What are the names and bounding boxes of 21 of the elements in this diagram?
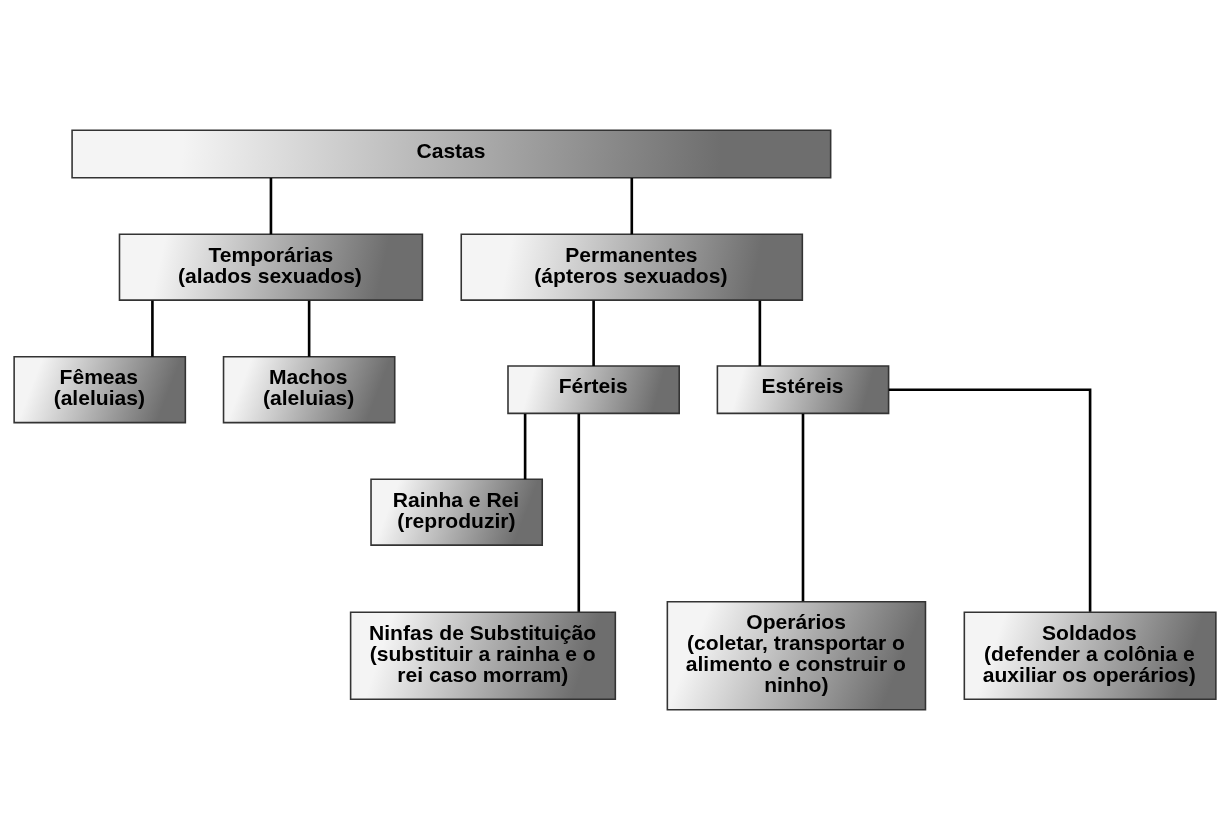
connector — [592, 300, 595, 366]
node-box: Temporárias (alados sexuados) — [118, 233, 424, 301]
node-box: Estéreis — [716, 364, 890, 414]
connector — [630, 177, 634, 234]
connector — [307, 300, 311, 357]
connector — [269, 177, 273, 234]
connector — [577, 413, 581, 612]
node-box: Operários (coletar, transportar o alimento e construir o ninho) — [666, 600, 927, 710]
connector — [523, 413, 527, 479]
node-box: Permanentes (ápteros sexuados) — [460, 233, 804, 301]
node-box: Férteis — [507, 364, 680, 414]
connector — [888, 387, 1092, 612]
connector — [801, 413, 805, 601]
node-box: Ninfas de Substituição (substituir a rainha e o rei caso morram) — [349, 611, 617, 700]
connector — [758, 300, 762, 366]
node-box: Castas — [71, 129, 832, 178]
node-box: Soldados (defender a colônia e auxiliar os operários) — [963, 611, 1217, 700]
node-box: Rainha e Rei (reproduzir) — [370, 477, 544, 546]
node-box: Fêmeas (aleluias) — [13, 355, 187, 423]
node-box: Machos (aleluias) — [222, 355, 396, 423]
connector — [151, 300, 154, 357]
